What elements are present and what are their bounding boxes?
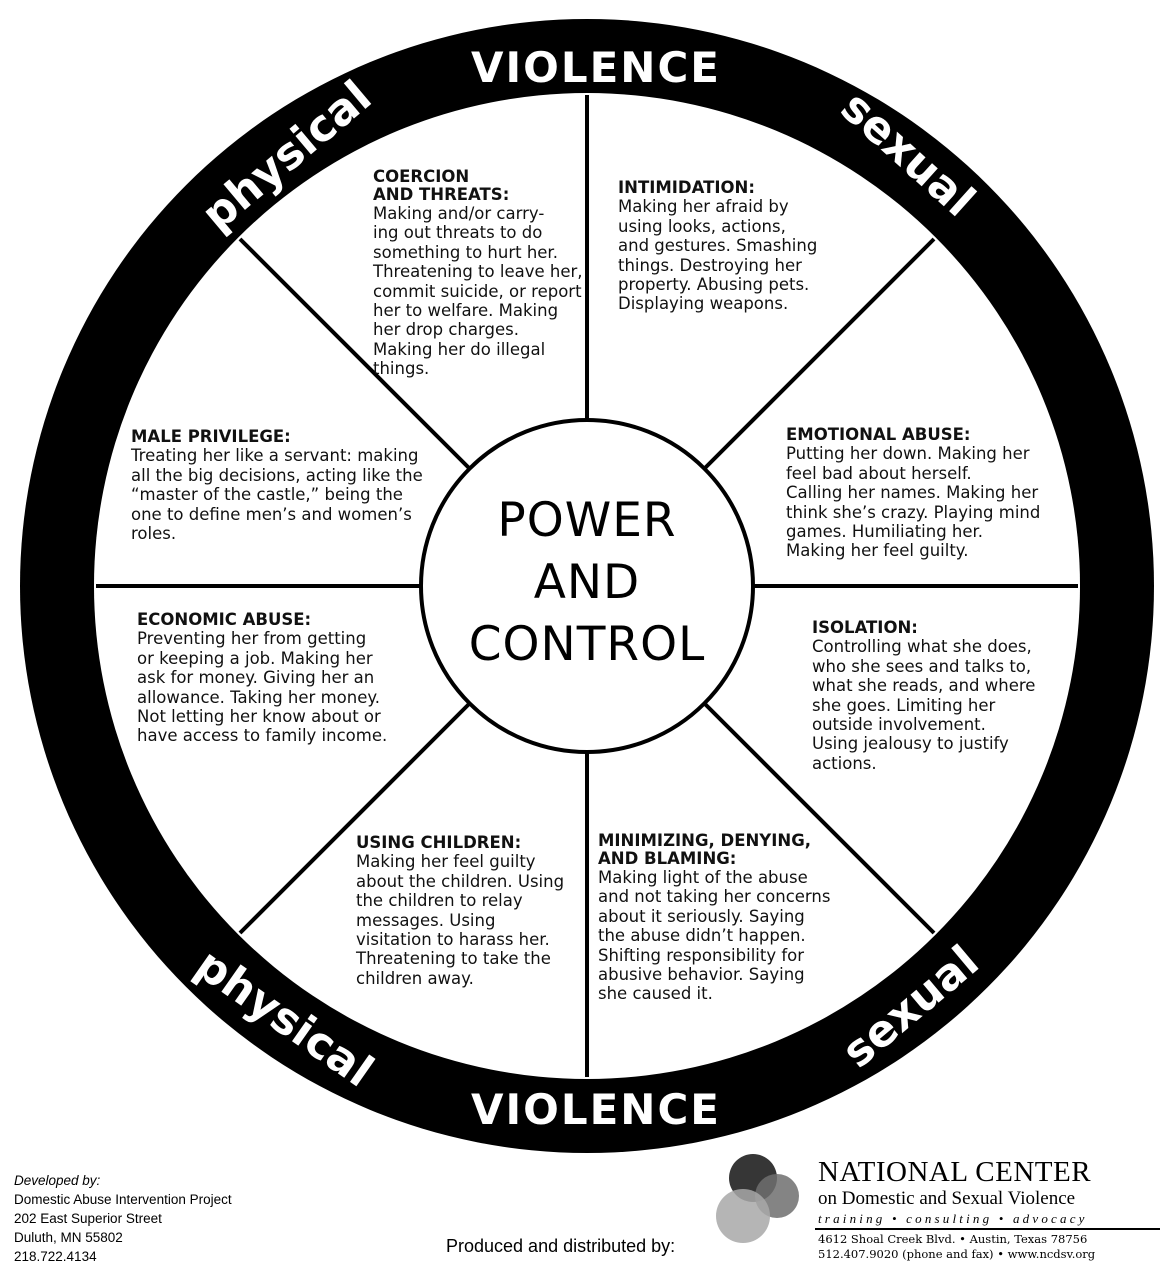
- segment-title: MALE PRIVILEGE:: [131, 427, 291, 446]
- hub-title-line2: AND: [533, 555, 641, 610]
- spoke-top-right: [701, 237, 936, 472]
- segment-title: MINIMIZING, DENYING, AND BLAMING:: [598, 831, 812, 868]
- distributor-address-block: 4612 Shoal Creek Blvd. • Austin, Texas 7…: [818, 1232, 1095, 1262]
- segment-title: COERCION AND THREATS:: [373, 167, 510, 204]
- credits-org: Domestic Abuse Intervention Project: [14, 1192, 232, 1207]
- credits-label: Developed by:: [14, 1173, 101, 1188]
- segment-title: USING CHILDREN:: [356, 833, 522, 852]
- distributor-address: 4612 Shoal Creek Blvd. • Austin, Texas 7…: [818, 1232, 1088, 1246]
- distributor-contact: 512.407.9020 (phone and fax) • www.ncdsv…: [818, 1247, 1096, 1261]
- segment-body: Making her afraid by using looks, action…: [618, 197, 818, 314]
- distributor-divider: [815, 1228, 1160, 1230]
- rim-label-violence-bottom: VIOLENCE: [471, 1085, 721, 1134]
- segment-male-privilege: MALE PRIVILEGE: Treating her like a serv…: [131, 427, 431, 543]
- hub-title-line3: CONTROL: [468, 617, 706, 672]
- segment-minimizing: MINIMIZING, DENYING, AND BLAMING: Making…: [598, 832, 843, 1004]
- segment-body: Treating her like a servant: making all …: [131, 446, 423, 544]
- segment-title: ISOLATION:: [812, 618, 918, 637]
- produced-by-text: Produced and distributed by:: [446, 1236, 676, 1256]
- spoke-bottom-left: [238, 700, 473, 935]
- segment-coercion: COERCION AND THREATS: Making and/or carr…: [373, 168, 588, 379]
- hub-title-line1: POWER: [497, 493, 677, 548]
- credits-phone: 218.722.4134: [14, 1249, 97, 1264]
- segment-economic-abuse: ECONOMIC ABUSE: Preventing her from gett…: [137, 610, 407, 746]
- hub-title: POWER AND CONTROL: [437, 490, 737, 676]
- spoke-bottom-right: [701, 700, 936, 935]
- segment-body: Putting her down. Making her feel bad ab…: [786, 444, 1041, 561]
- wheel-spokes: [96, 95, 1078, 1077]
- spoke-top-left: [238, 237, 473, 472]
- segment-title: ECONOMIC ABUSE:: [137, 610, 312, 629]
- ncdsv-logo-icon: [716, 1154, 799, 1243]
- segment-title: EMOTIONAL ABUSE:: [786, 425, 971, 444]
- segment-body: Preventing her from getting or keeping a…: [137, 629, 388, 746]
- segment-body: Making her feel guilty about the childre…: [356, 852, 565, 988]
- distributor-subtitle: on Domestic and Sexual Violence: [818, 1188, 1076, 1209]
- distributor-name: NATIONAL CENTER: [818, 1156, 1092, 1188]
- segment-using-children: USING CHILDREN: Making her feel guilty a…: [356, 833, 581, 988]
- segment-body: Making and/or carry- ing out threats to …: [373, 204, 583, 379]
- distributor-block: NATIONAL CENTER on Domestic and Sexual V…: [713, 1150, 1163, 1280]
- segment-emotional-abuse: EMOTIONAL ABUSE: Putting her down. Makin…: [786, 425, 1061, 561]
- segment-title: INTIMIDATION:: [618, 178, 755, 197]
- segment-isolation: ISOLATION: Controlling what she does, wh…: [812, 618, 1052, 773]
- distributor-tagline: training • consulting • advocacy: [818, 1211, 1088, 1226]
- credits-city: Duluth, MN 55802: [14, 1230, 123, 1245]
- developer-credits: Developed by: Domestic Abuse Interventio…: [14, 1171, 232, 1266]
- segment-intimidation: INTIMIDATION: Making her afraid by using…: [618, 178, 838, 314]
- segment-body: Making light of the abuse and not taking…: [598, 868, 831, 1004]
- credits-street: 202 East Superior Street: [14, 1211, 162, 1226]
- wheel-hub: [419, 418, 755, 754]
- segment-body: Controlling what she does, who she sees …: [812, 637, 1036, 773]
- power-control-wheel: VIOLENCE VIOLENCE physical sexual physic…: [20, 19, 1154, 1153]
- rim-label-violence-top: VIOLENCE: [471, 43, 721, 92]
